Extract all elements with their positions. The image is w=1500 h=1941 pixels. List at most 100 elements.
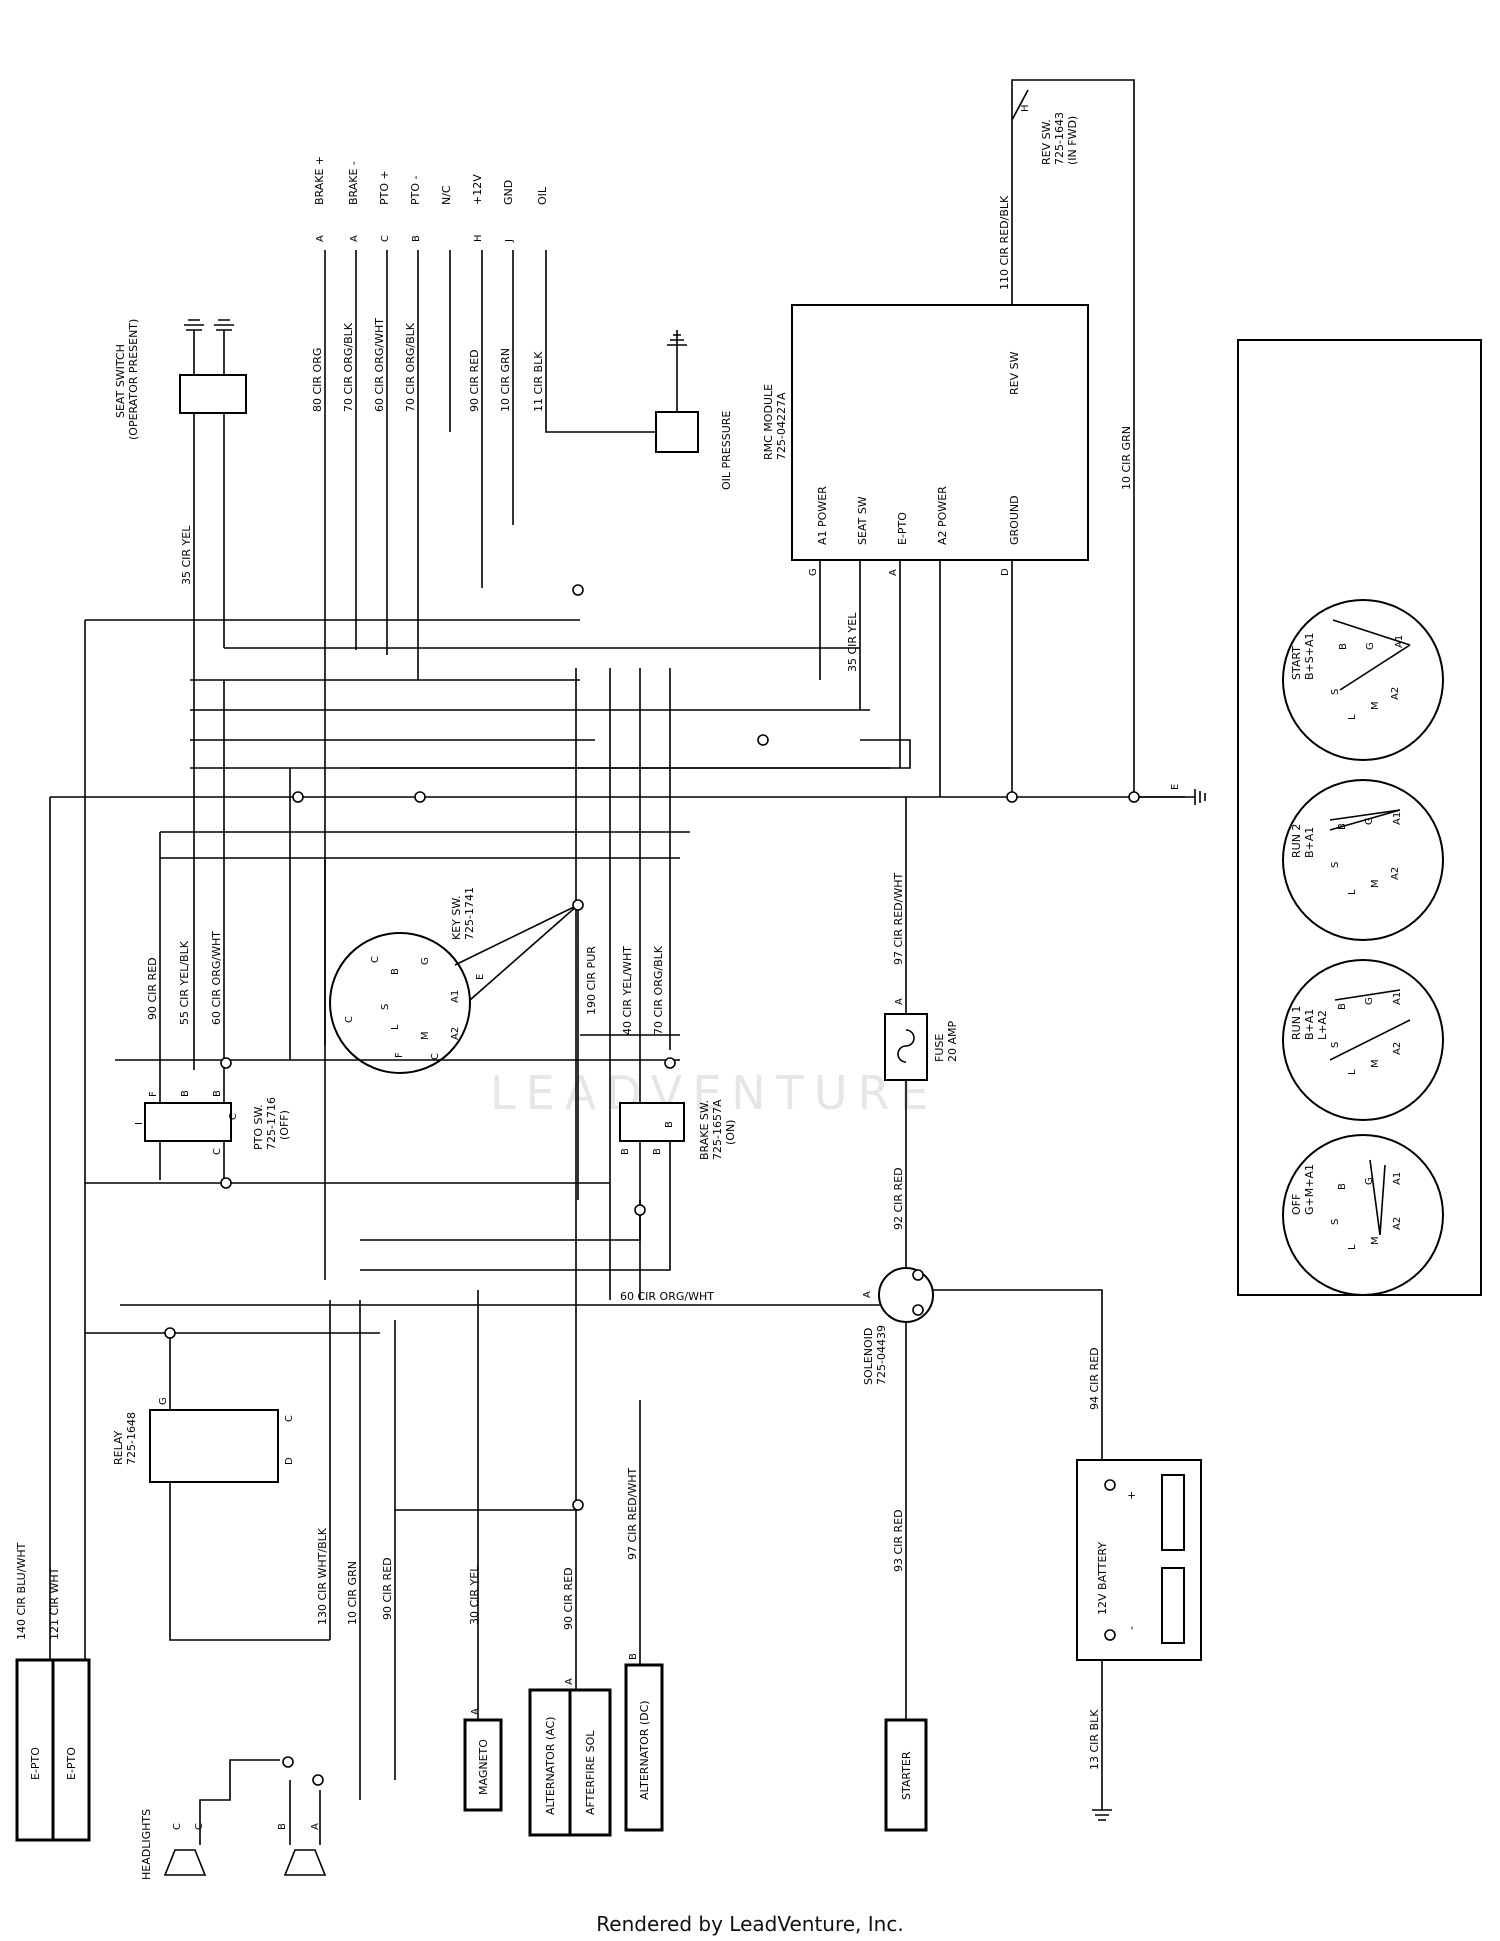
pto-pin: B	[180, 1090, 191, 1097]
solenoid-pin: A	[862, 1291, 873, 1298]
brake-pin: B	[664, 1121, 675, 1128]
wire-label: 30 CIR YEL	[468, 1565, 481, 1625]
rmc-terminal: GROUND	[1008, 495, 1021, 545]
rmc-module-label: RMC MODULE	[762, 384, 775, 460]
dial-run2-name: RUN 2	[1290, 824, 1303, 858]
fuse-body	[884, 1013, 928, 1081]
brake-switch-state: (ON)	[724, 1120, 737, 1145]
key-pin: E	[475, 974, 486, 980]
headlight-pin: C	[172, 1823, 183, 1830]
wire-label: 80 CIR ORG	[311, 348, 324, 412]
contact-label: M	[1370, 879, 1381, 888]
contact-label: G	[1364, 1177, 1375, 1185]
dial-run-2	[1282, 779, 1444, 941]
junctions	[164, 584, 1140, 1786]
key-pin: G	[420, 957, 431, 965]
key-pin: S	[380, 1004, 391, 1010]
rmc-terminal: A2 POWER	[936, 486, 949, 545]
connector-pin: C	[380, 235, 391, 242]
contact-label: M	[1370, 1236, 1381, 1245]
brake-pin: B	[652, 1148, 663, 1155]
connector-label-nc: N/C	[440, 185, 453, 205]
key-pin: C	[370, 956, 381, 963]
contact-label: A2	[1390, 867, 1401, 880]
wire-label: 40 CIR YEL/WHT	[621, 946, 634, 1035]
wire-label: 10 CIR GRN	[346, 1561, 359, 1625]
wire-paths	[15, 79, 1206, 1876]
contact-label: A2	[1390, 687, 1401, 700]
key-switch-part: 725-1741	[463, 887, 476, 940]
dial-start-sub: B+S+A1	[1303, 633, 1316, 681]
rmc-pin: A	[888, 569, 899, 576]
contact-label: L	[1347, 714, 1358, 720]
magneto-pin: A	[470, 1708, 481, 1715]
contact-label: L	[1347, 1069, 1358, 1075]
dial-labels: START B+S+A1 RUN 2 B+A1 RUN 1 B+A1 L+A2 …	[1290, 633, 1405, 1251]
pto-switch-state: (OFF)	[278, 1110, 291, 1140]
contact-label: M	[1370, 701, 1381, 710]
brake-switch-part: 725-1657A	[711, 1099, 724, 1160]
dial-run1-sub2: L+A2	[1316, 1010, 1329, 1040]
e-pto-label-2: E-PTO	[65, 1747, 78, 1780]
wire-label: 60 CIR ORG/WHT	[620, 1290, 714, 1303]
rmc-pin: D	[1000, 568, 1011, 576]
component-labels: SEAT SWITCH (OPERATOR PRESENT) OIL PRESS…	[29, 104, 1181, 1880]
key-switch-body	[329, 932, 471, 1074]
wire-label: 92 CIR RED	[892, 1167, 905, 1230]
battery-negative: -	[1125, 1626, 1138, 1630]
connector-label-brake-plus: BRAKE +	[313, 156, 326, 205]
pto-pin: F	[148, 1091, 159, 1097]
wire-label: 94 CIR RED	[1088, 1347, 1101, 1410]
rmc-module-box	[791, 304, 1089, 561]
wire-label: 90 CIR RED	[562, 1567, 575, 1630]
pto-switch-body	[144, 1102, 232, 1142]
wire-label: 97 CIR RED/WHT	[892, 873, 905, 965]
contact-label: L	[1347, 889, 1358, 895]
starter-box	[884, 1718, 928, 1832]
alternator-ac-box	[528, 1688, 572, 1837]
wire-label: 90 CIR RED	[468, 349, 481, 412]
connector-label-pto-minus: PTO -	[409, 175, 422, 205]
contact-label: B	[1338, 643, 1349, 650]
afterfire-sol-box	[568, 1688, 612, 1837]
dial-run1-name: RUN 1	[1290, 1006, 1303, 1040]
connector-labels: BRAKE + BRAKE - PTO + PTO - N/C +12V GND…	[313, 156, 549, 243]
relay-pin: C	[284, 1415, 295, 1422]
relay-body	[149, 1409, 279, 1483]
connector-pin: A	[349, 235, 360, 242]
rmc-terminal: E-PTO	[896, 512, 909, 545]
contact-label: A2	[1392, 1217, 1403, 1230]
connector-pin: H	[473, 234, 484, 242]
wire-label: 60 CIR ORG/WHT	[210, 931, 223, 1025]
pto-switch-part: 725-1716	[265, 1097, 278, 1150]
key-pin: B	[390, 968, 401, 975]
wire-label: 11 CIR BLK	[532, 351, 545, 412]
dial-off-name: OFF	[1290, 1194, 1303, 1215]
key-pin: A1	[450, 990, 461, 1003]
fuse-rating: 20 AMP	[946, 1020, 959, 1062]
alternator-ac-label: ALTERNATOR (AC)	[544, 1717, 557, 1815]
contact-label: A1	[1392, 992, 1403, 1005]
relay-label: RELAY	[112, 1430, 125, 1465]
rmc-terminal: A1 POWER	[816, 486, 829, 545]
footer-credit: Rendered by LeadVenture, Inc.	[596, 1912, 904, 1936]
key-pin: L	[390, 1024, 401, 1030]
headlights-label: HEADLIGHTS	[140, 1809, 153, 1880]
contact-label: S	[1330, 1042, 1341, 1048]
headlight-pin: C	[194, 1823, 205, 1830]
wire-label: 93 CIR RED	[892, 1509, 905, 1572]
contact-label: L	[1347, 1244, 1358, 1250]
contact-label: G	[1364, 817, 1375, 825]
fuse-pin: A	[894, 998, 905, 1005]
contact-label: A1	[1392, 1172, 1403, 1185]
wire-label: 13 CIR BLK	[1088, 1709, 1101, 1770]
connector-label-gnd: GND	[502, 180, 515, 205]
wire-label: 70 CIR ORG/BLK	[652, 945, 665, 1035]
watermark: LEADVENTURE	[490, 1066, 939, 1120]
e-pto-box-2	[51, 1658, 91, 1842]
afterfire-label: AFTERFIRE SOL	[584, 1730, 597, 1815]
contact-label: S	[1330, 689, 1341, 695]
connector-pin: J	[504, 239, 515, 243]
rev-switch-label: REV SW.	[1040, 119, 1053, 165]
